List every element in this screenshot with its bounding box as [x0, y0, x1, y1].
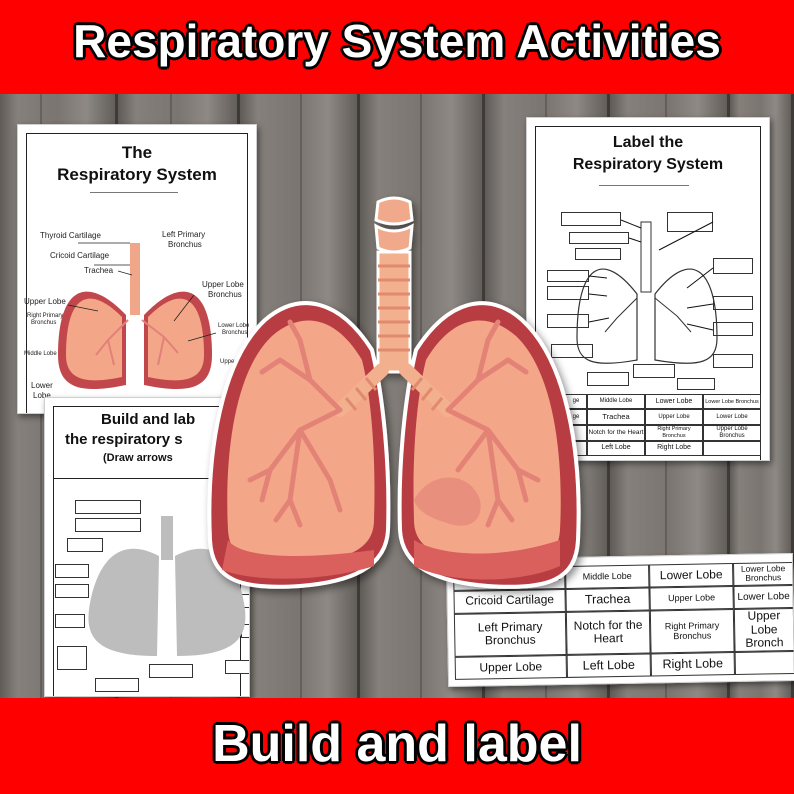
label-box [75, 500, 141, 514]
label-box [55, 584, 89, 598]
worksheet-title: Respiratory System [57, 165, 217, 184]
banner-title: Respiratory System Activities [73, 15, 721, 67]
worksheet-subtitle: (Draw arrows [103, 452, 173, 464]
label-box [55, 564, 89, 578]
label-left-primary-bronchus: Left Primary [162, 230, 206, 239]
table-cell [703, 440, 761, 456]
worksheet-border [535, 126, 761, 460]
lungs-diagram-small [58, 242, 217, 390]
label-box [551, 344, 593, 358]
label-box [713, 258, 753, 274]
table-cell: Lower Lobe Bronchus [703, 394, 761, 410]
label-upper-lobe-bronchus: Upper Lobe [202, 280, 244, 289]
worksheet-title: Label the [612, 134, 684, 151]
table-cell: Upper Lobe Bronchus [703, 424, 761, 441]
label-trachea: Trachea [84, 266, 114, 275]
label-box [713, 296, 753, 310]
label-box [547, 286, 589, 300]
label-box [149, 664, 193, 678]
table-cell: Right Lobe [645, 440, 703, 456]
banner-subtitle: Build and label [212, 715, 582, 773]
label-box [587, 372, 629, 386]
worksheet-border [26, 133, 248, 413]
label-box [75, 518, 141, 532]
label-box [57, 646, 87, 670]
worksheet-title: Respiratory System [572, 156, 724, 173]
label-box [67, 538, 103, 552]
label-box [569, 232, 629, 244]
label-cricoid-cartilage: Cricoid Cartilage [50, 251, 110, 260]
label-upper-lobe: Upper Lo [220, 359, 245, 365]
label-box [547, 270, 589, 282]
label-box [95, 678, 139, 692]
label-box [677, 378, 715, 390]
lungs-outline-diagram [576, 219, 718, 364]
title-rule [599, 185, 689, 186]
label-box [225, 660, 249, 674]
table-cell: Trachea [587, 409, 645, 425]
label-lower-lobe: Lower [31, 381, 53, 390]
label-right-primary-bronchus: Bronchus [31, 320, 57, 326]
table-cell: Lower Lobe [703, 409, 761, 425]
label-box [713, 354, 753, 368]
title-rule [90, 192, 178, 193]
table-cell: Right Primary Bronchus [645, 424, 703, 441]
table-cell: Middle Lobe [587, 394, 645, 410]
label-box [633, 364, 675, 378]
label-left-primary-bronchus: Bronchus [168, 240, 202, 249]
table-cell: Left Lobe [587, 440, 645, 456]
label-box [561, 212, 621, 226]
worksheet-respiratory-system: The Respiratory System Thyroid Cartilage… [17, 124, 257, 414]
label-lower-lobe: Lobe [33, 391, 51, 400]
worksheet-title: The [121, 143, 153, 162]
bottom-banner: Build and label [0, 698, 794, 794]
label-upper-lobe: Upper Lobe [24, 297, 66, 306]
label-upper-lobe-bronchus: Bronchus [208, 290, 242, 299]
table-cell: Lower Lobe [645, 394, 703, 410]
label-thyroid-cartilage: Thyroid Cartilage [40, 231, 101, 240]
word-bank-table: ge Middle Lobe Lower Lobe Lower Lobe Bro… [565, 394, 761, 456]
label-lower-lobe-bronchus: Lower Lobe [218, 323, 250, 329]
table-cell: Upper Lobe [645, 409, 703, 425]
label-box [55, 614, 85, 628]
label-middle-lobe: Middle Lobe [24, 351, 57, 357]
label-box [575, 248, 621, 260]
label-box [713, 322, 753, 336]
worksheet-title: Build and lab [101, 411, 196, 428]
top-banner: Respiratory System Activities [0, 0, 794, 94]
label-lower-lobe-bronchus: Bronchus [222, 330, 248, 336]
divider [53, 478, 249, 479]
table-cell: Notch for the Heart [587, 424, 645, 441]
label-right-primary-bronchus: Right Primary [27, 313, 64, 319]
label-box [547, 314, 589, 328]
worksheet-title: the respiratory s [65, 431, 183, 448]
worksheet-build-and-label: Build and lab the respiratory s (Draw ar… [44, 397, 250, 697]
